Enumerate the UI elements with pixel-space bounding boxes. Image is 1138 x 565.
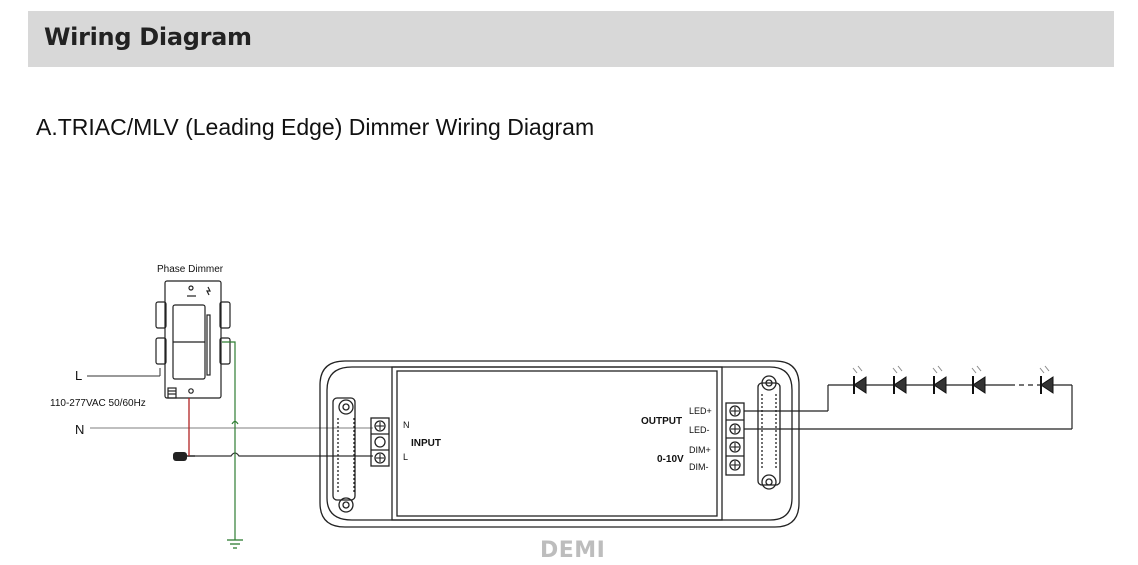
dim-minus-label: DIM- xyxy=(689,462,709,472)
input-l-label: L xyxy=(403,452,408,462)
led-string xyxy=(744,365,1073,430)
line-label: L xyxy=(75,368,82,383)
ground-icon xyxy=(227,539,243,549)
ground-wire xyxy=(222,341,236,540)
output-label: OUTPUT xyxy=(641,416,682,427)
input-label: INPUT xyxy=(411,438,441,449)
watermark: DEMI xyxy=(540,538,606,563)
wiring-diagram: Phase Dimmer L 110-277VAC 50/60Hz N xyxy=(50,264,1073,549)
section-header: Wiring Diagram xyxy=(28,11,1114,67)
dim-section-label: 0-10V xyxy=(657,454,684,465)
dimmer-switch-icon xyxy=(155,280,231,399)
voltage-label: 110-277VAC 50/60Hz xyxy=(50,398,146,409)
wire-nut-icon xyxy=(173,452,195,461)
section-title: Wiring Diagram xyxy=(44,23,252,51)
phase-dimmer: Phase Dimmer xyxy=(155,264,231,399)
led-driver xyxy=(319,360,800,528)
dimmer-label: Phase Dimmer xyxy=(157,264,224,275)
diagram-title: A.TRIAC/MLV (Leading Edge) Dimmer Wiring… xyxy=(36,114,595,140)
neutral-label: N xyxy=(75,422,84,437)
led-minus-label: LED- xyxy=(689,425,710,435)
led-plus-label: LED+ xyxy=(689,406,712,416)
dim-plus-label: DIM+ xyxy=(689,445,711,455)
input-n-label: N xyxy=(403,420,410,430)
